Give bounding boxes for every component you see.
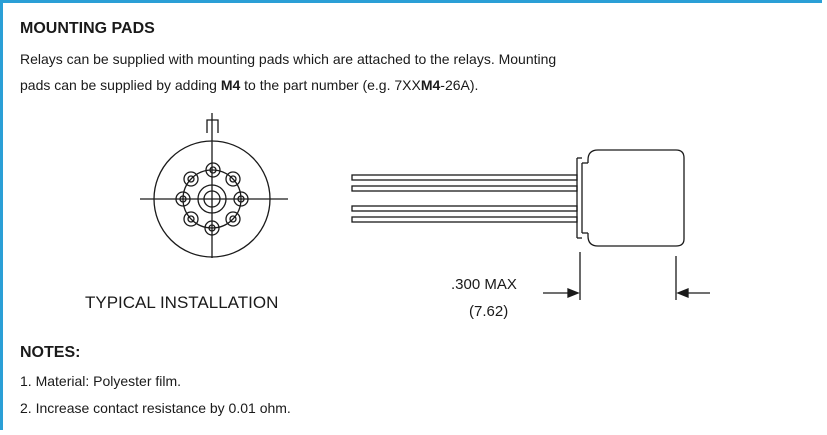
relay-leads (351, 174, 578, 223)
section-title: MOUNTING PADS (20, 20, 155, 37)
figure-caption: TYPICAL INSTALLATION (85, 293, 279, 312)
description-text: -26A). (440, 77, 479, 93)
description-line-1: Relays can be supplied with mounting pad… (20, 51, 557, 67)
note-item: 1. Material: Polyester film. (20, 373, 182, 389)
dimension-label: .300 MAX (451, 276, 517, 293)
part-code: M4 (220, 77, 241, 93)
notes-title: NOTES: (20, 344, 81, 361)
description-text: to the part number (e.g. 7XX (240, 77, 421, 93)
dimension-lines (543, 252, 710, 300)
description-line-2: pads can be supplied by adding M4 to the… (20, 77, 478, 93)
part-code: M4 (420, 77, 441, 93)
relay-top-view (140, 113, 288, 258)
description-text: pads can be supplied by adding (20, 77, 221, 93)
dimension-metric-label: (7.62) (469, 303, 509, 320)
note-item: 2. Increase contact resistance by 0.01 o… (20, 400, 291, 416)
relay-side-view (351, 149, 710, 300)
mounting-pad-holes (175, 162, 249, 236)
